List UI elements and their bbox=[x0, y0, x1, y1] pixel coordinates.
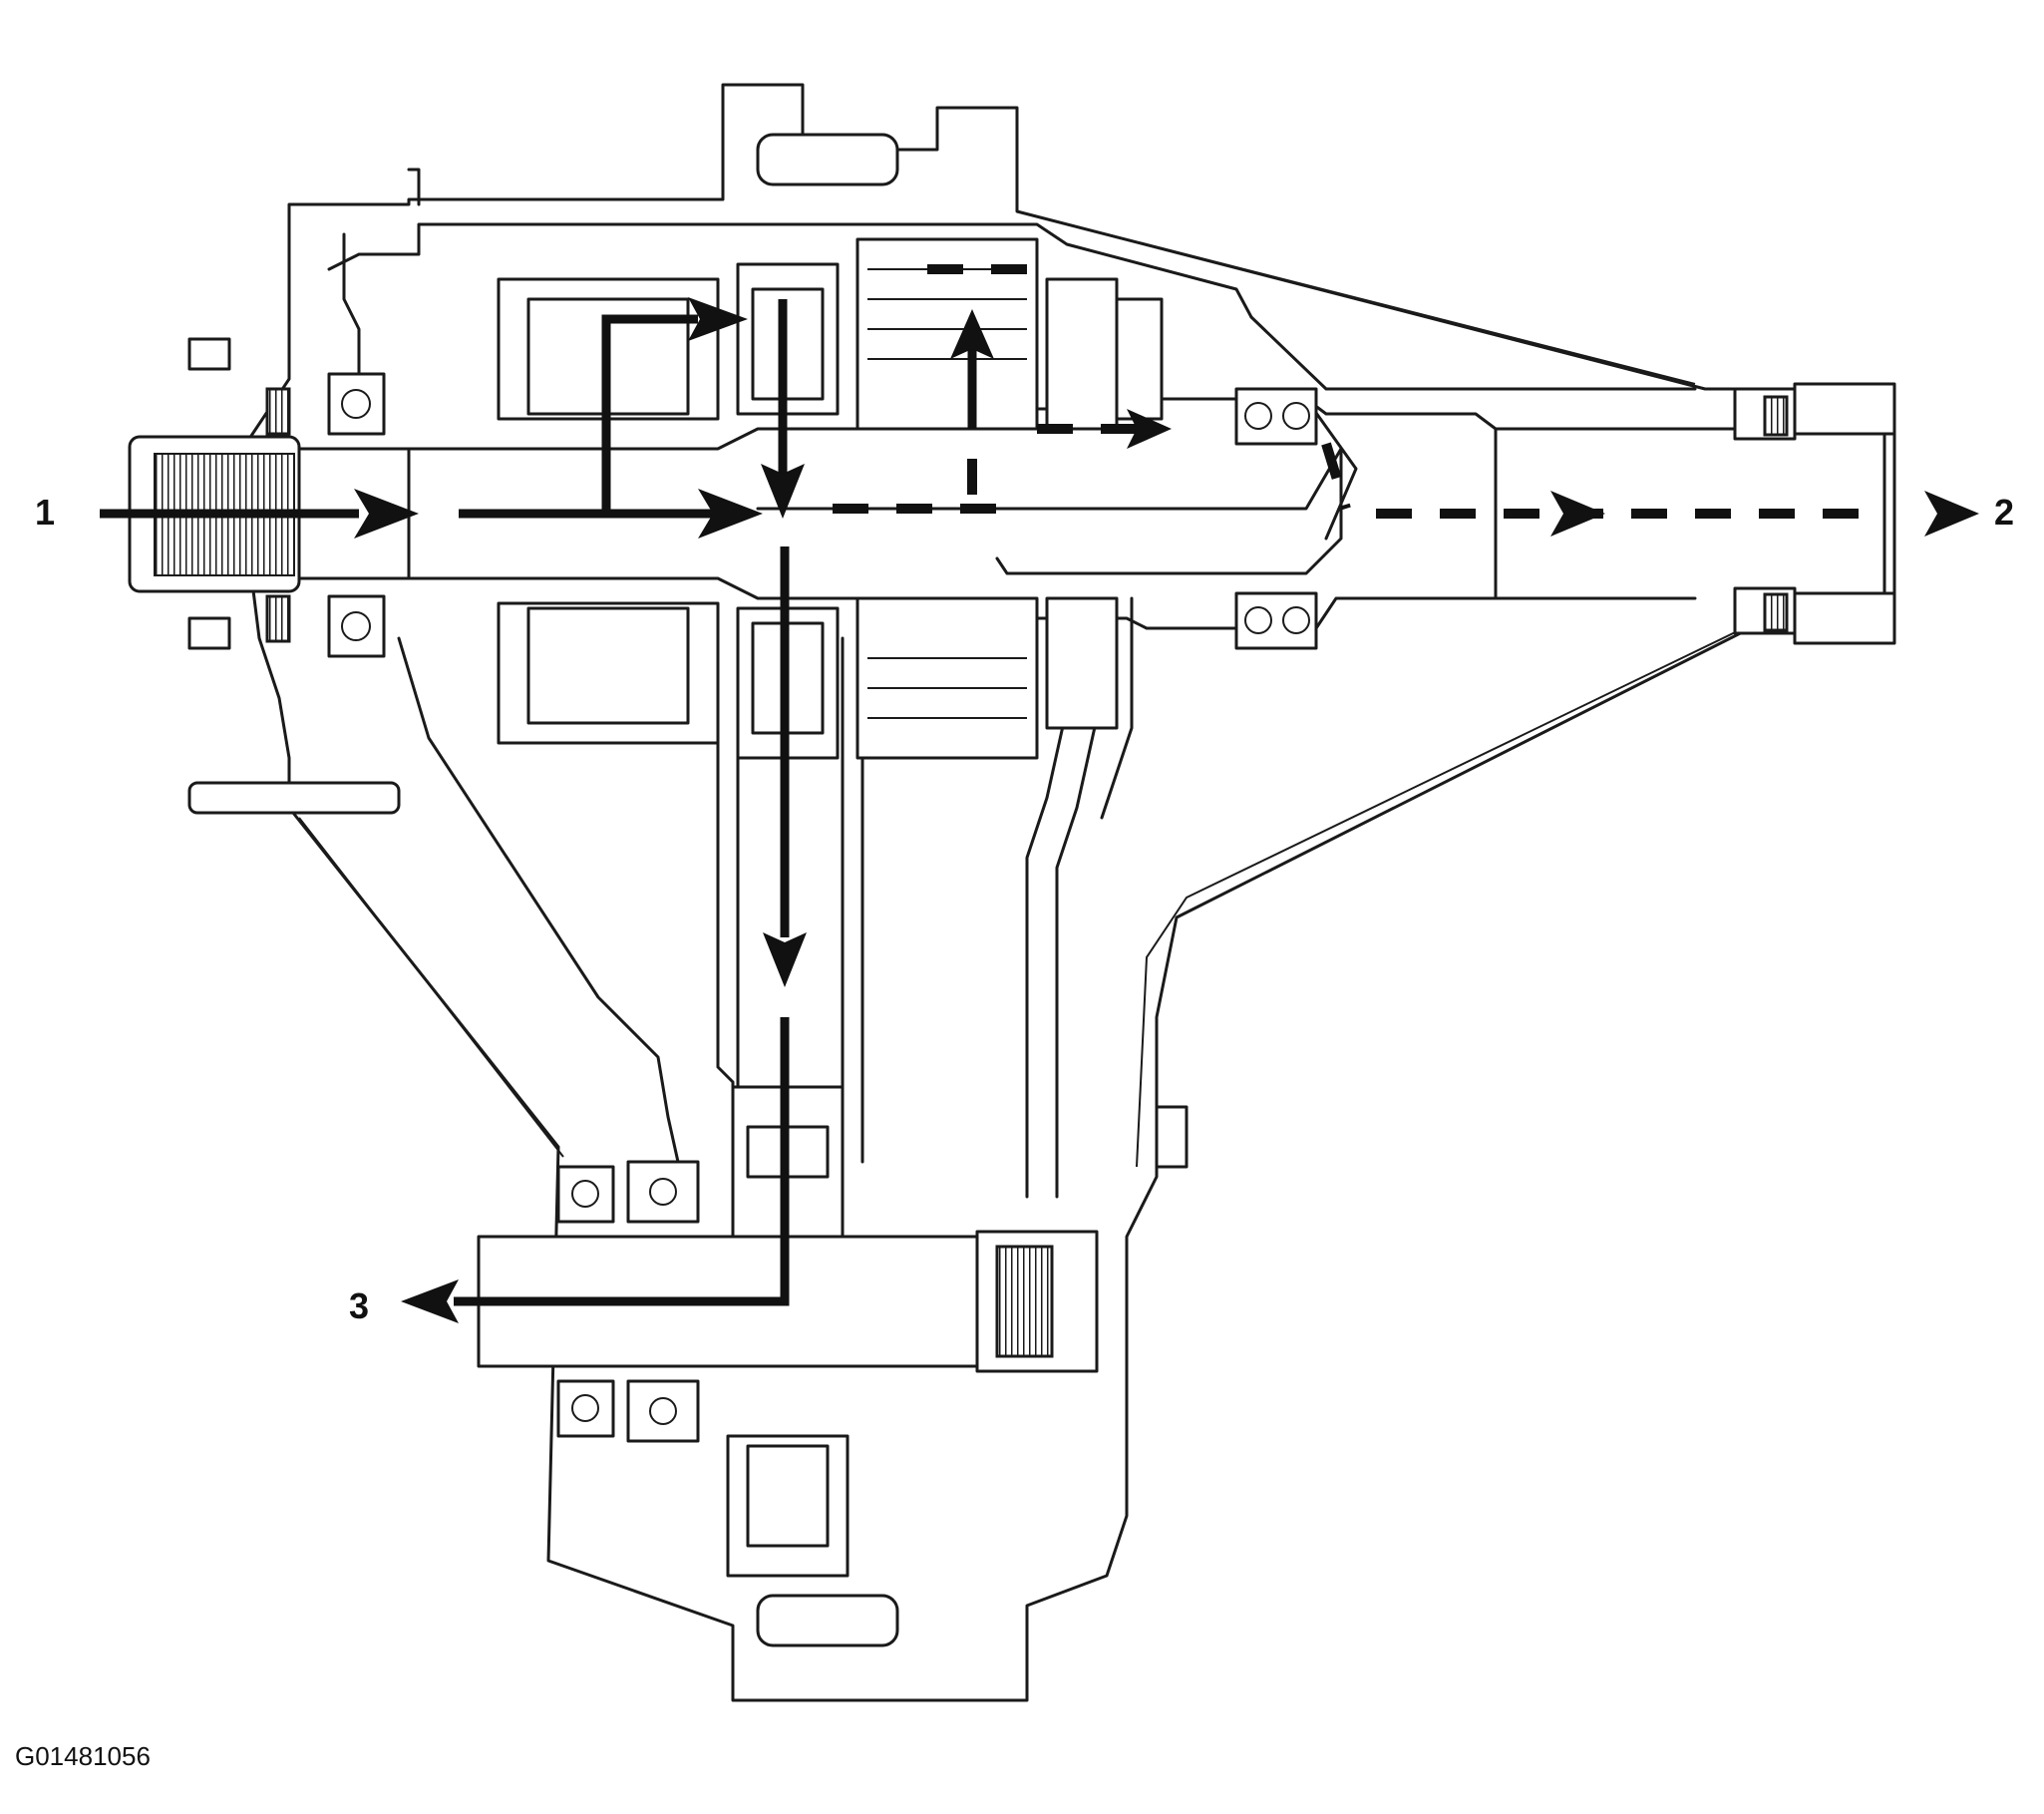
input-shaft-assembly bbox=[128, 337, 411, 815]
power-flow-solid bbox=[100, 297, 994, 1323]
label-input: 1 bbox=[35, 492, 55, 533]
mounting-bosses bbox=[756, 133, 1189, 1647]
figure-code: G01481056 bbox=[15, 1741, 151, 1771]
clutch-pack bbox=[855, 237, 1164, 760]
rear-output-assembly bbox=[1234, 382, 1896, 650]
label-front-output: 3 bbox=[349, 1285, 369, 1326]
power-flow-dashed bbox=[833, 264, 1979, 537]
label-rear-output: 2 bbox=[1994, 492, 2014, 533]
